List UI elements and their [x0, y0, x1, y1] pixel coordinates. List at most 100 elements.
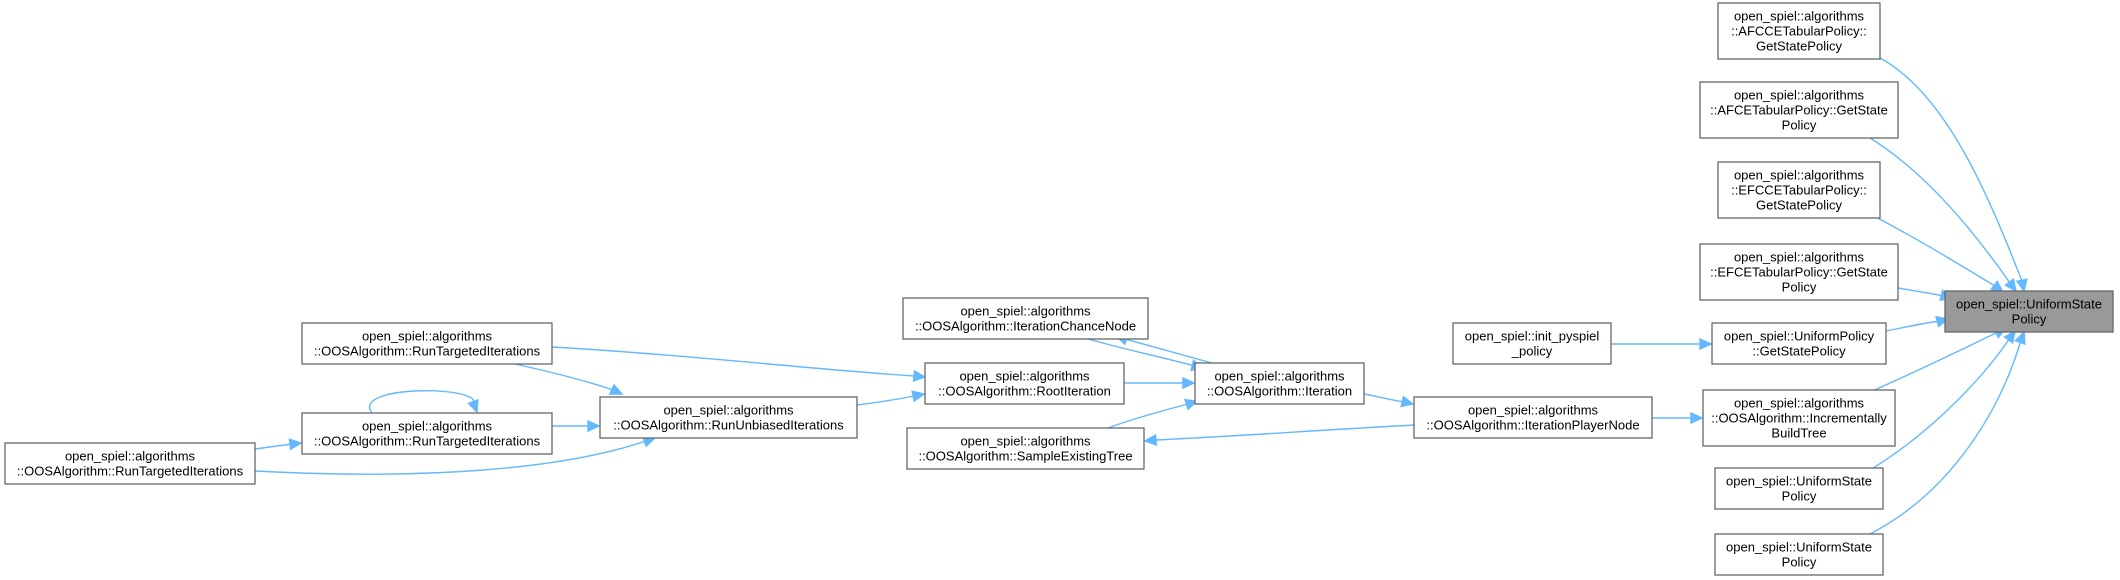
- edge-arrowhead: [912, 369, 927, 383]
- node-label-line: open_spiel::UniformState: [1726, 474, 1872, 489]
- edge-unbiased-to-rootiter: [856, 390, 926, 406]
- node-rootiter[interactable]: open_spiel::algorithms::OOSAlgorithm::Ro…: [924, 362, 1125, 405]
- node-box: [1194, 362, 1365, 405]
- node-label-line: open_spiel::algorithms: [959, 369, 1090, 384]
- node-label-line: GetStatePolicy: [1756, 39, 1842, 54]
- node-afcce[interactable]: open_spiel::algorithms::AFCCETabularPoli…: [1717, 2, 1881, 60]
- edge-arrowhead: [1690, 411, 1704, 425]
- node-label-line: ::OOSAlgorithm::SampleExistingTree: [918, 449, 1132, 464]
- edge-line: [254, 440, 647, 475]
- edge-targeted_mid-to-targeted_mid: [368, 390, 479, 414]
- node-label-line: open_spiel::algorithms: [1734, 9, 1865, 24]
- node-label-line: ::GetStatePolicy: [1752, 344, 1846, 359]
- node-box: [599, 396, 858, 439]
- node-efcce[interactable]: open_spiel::algorithms::EFCCETabularPoli…: [1717, 161, 1881, 219]
- edge-line: [1869, 137, 2011, 284]
- edge-arrowhead: [1182, 376, 1196, 390]
- edge-line: [1869, 339, 2022, 535]
- edge-line: [368, 390, 475, 414]
- edge-usp1-to-root: [1869, 329, 2016, 471]
- edge-incremental-to-root: [1869, 327, 2008, 393]
- node-box: [1702, 389, 1896, 447]
- node-label-line: open_spiel::algorithms: [1734, 250, 1865, 265]
- edge-line: [1869, 213, 1996, 287]
- edge-arrowhead: [1143, 433, 1158, 447]
- node-label-line: open_spiel::init_pyspiel: [1465, 329, 1600, 344]
- node-label-line: open_spiel::UniformState: [1956, 297, 2102, 312]
- node-label-line: open_spiel::algorithms: [1468, 403, 1599, 418]
- node-label-line: ::OOSAlgorithm::RunTargetedIterations: [314, 344, 541, 359]
- edge-line: [551, 346, 915, 377]
- node-uniformpolicy[interactable]: open_spiel::UniformPolicy::GetStatePolic…: [1711, 322, 1887, 365]
- edge-line: [1124, 338, 1213, 364]
- edge-initpyspiel-to-uniformpolicy: [1611, 337, 1713, 351]
- edge-line: [1107, 403, 1189, 429]
- node-label-line: open_spiel::UniformPolicy: [1724, 329, 1875, 344]
- node-label-line: open_spiel::UniformState: [1726, 540, 1872, 555]
- edge-line: [1879, 57, 2023, 282]
- edge-arrowhead: [587, 419, 601, 433]
- node-chance[interactable]: open_spiel::algorithms::OOSAlgorithm::It…: [902, 297, 1149, 340]
- node-label-line: ::OOSAlgorithm::RunTargetedIterations: [314, 434, 541, 449]
- node-label-line: open_spiel::algorithms: [960, 434, 1091, 449]
- node-box: [1699, 243, 1899, 301]
- edge-arrowhead: [467, 398, 479, 414]
- edge-usp2-to-root: [1869, 330, 2026, 535]
- edge-targeted_top-to-rootiter: [551, 346, 927, 383]
- node-box: [902, 297, 1149, 340]
- edge-arrowhead: [2015, 278, 2028, 293]
- node-label-line: Policy: [2012, 312, 2047, 327]
- edge-uniformpolicy-to-root: [1885, 315, 1950, 332]
- edge-iterplayer-to-incremental: [1652, 411, 1704, 425]
- edge-efce-to-root: [1897, 287, 1954, 302]
- node-targeted-left[interactable]: open_spiel::algorithms::OOSAlgorithm::Ru…: [4, 442, 256, 485]
- node-box: [4, 442, 256, 485]
- node-label-line: BuildTree: [1771, 426, 1826, 441]
- node-box: [1944, 290, 2114, 333]
- node-label-line: open_spiel::algorithms: [65, 449, 196, 464]
- node-efce[interactable]: open_spiel::algorithms::EFCETabularPolic…: [1699, 243, 1899, 301]
- node-label-line: open_spiel::algorithms: [362, 419, 493, 434]
- node-box: [1452, 322, 1612, 365]
- node-label-line: ::OOSAlgorithm::RunTargetedIterations: [17, 464, 244, 479]
- node-targeted-mid[interactable]: open_spiel::algorithms::OOSAlgorithm::Ru…: [301, 412, 553, 455]
- node-label-line: open_spiel::algorithms: [960, 304, 1091, 319]
- node-box: [1699, 81, 1899, 139]
- edge-afce-to-root: [1869, 137, 2018, 293]
- node-iteration[interactable]: open_spiel::algorithms::OOSAlgorithm::It…: [1194, 362, 1365, 405]
- node-iterplayer[interactable]: open_spiel::algorithms::OOSAlgorithm::It…: [1413, 396, 1653, 439]
- edge-arrowhead: [1400, 395, 1415, 408]
- node-box: [906, 427, 1145, 470]
- edge-line: [1897, 287, 1945, 297]
- node-label-line: _policy: [1511, 344, 1553, 359]
- node-label-line: open_spiel::algorithms: [1214, 369, 1345, 384]
- node-initpyspiel[interactable]: open_spiel::init_pyspiel_policy: [1452, 322, 1612, 365]
- edge-arrowhead: [288, 438, 303, 451]
- edge-afcce-to-root: [1879, 57, 2028, 293]
- edge-line: [1885, 320, 1941, 332]
- edge-arrowhead: [911, 390, 926, 403]
- edge-targeted_left-to-targeted_mid: [254, 438, 303, 451]
- node-unbiased[interactable]: open_spiel::algorithms::OOSAlgorithm::Ru…: [599, 396, 858, 439]
- nodes-layer: open_spiel::UniformStatePolicyopen_spiel…: [4, 2, 2114, 576]
- node-label-line: Policy: [1782, 118, 1817, 133]
- node-box: [1711, 322, 1887, 365]
- node-label-line: ::AFCCETabularPolicy::: [1731, 24, 1867, 39]
- node-box: [924, 362, 1125, 405]
- node-label-line: Policy: [1782, 555, 1817, 570]
- node-sample[interactable]: open_spiel::algorithms::OOSAlgorithm::Sa…: [906, 427, 1145, 470]
- edge-line: [1363, 393, 1405, 403]
- node-label-line: ::EFCCETabularPolicy::: [1731, 183, 1867, 198]
- node-box: [301, 322, 553, 365]
- node-box: [1413, 396, 1653, 439]
- node-incremental[interactable]: open_spiel::algorithms::OOSAlgorithm::In…: [1702, 389, 1896, 447]
- edge-line: [1869, 331, 1999, 393]
- edge-arrowhead: [2003, 329, 2016, 345]
- edge-arrowhead: [1699, 337, 1713, 351]
- node-afce[interactable]: open_spiel::algorithms::AFCETabularPolic…: [1699, 81, 1899, 139]
- node-targeted-top[interactable]: open_spiel::algorithms::OOSAlgorithm::Ru…: [301, 322, 553, 365]
